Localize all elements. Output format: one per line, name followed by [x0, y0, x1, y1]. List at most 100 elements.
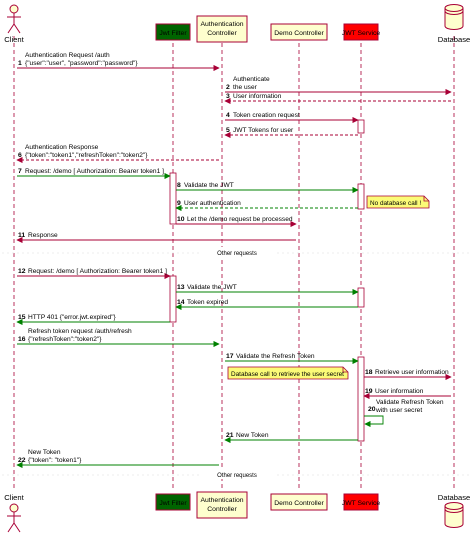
message-label: Authentication Response	[25, 144, 99, 151]
message-number: 1	[18, 60, 22, 67]
participant-jwt-filter-top: Jwt Filter	[155, 23, 191, 41]
participant-client-bottom: Client	[4, 493, 25, 533]
participant-demo-controller-top: Demo Controller	[270, 23, 328, 41]
message-number: 12	[18, 268, 26, 275]
participant-box	[270, 493, 328, 511]
divider-background	[200, 247, 274, 257]
message-number: 20	[368, 406, 376, 413]
message-label: {"token": "token1"}	[28, 457, 82, 464]
activation-bar	[357, 287, 365, 308]
participant-jwt-filter-bottom: Jwt Filter	[155, 493, 191, 511]
message-label: Validate the JWT	[184, 182, 234, 189]
participant-box	[270, 23, 328, 41]
message-number: 16	[18, 336, 26, 343]
message-number: 2	[226, 84, 230, 91]
message-number: 13	[177, 284, 185, 291]
note-text: No database call !	[370, 200, 421, 207]
note: No database call !	[366, 195, 430, 209]
message-label: New Token	[236, 432, 269, 439]
message-number: 7	[18, 168, 22, 175]
divider-label: Other requests	[217, 473, 257, 479]
participant-label: Client	[4, 493, 24, 502]
participant-label: Controller	[207, 506, 237, 513]
participant-box	[343, 493, 379, 511]
message-number: 6	[18, 152, 22, 159]
activation-bar	[357, 356, 365, 442]
message-label: Request: /demo [ Authorization: Bearer t…	[28, 268, 167, 275]
message-arrow	[364, 415, 384, 428]
actor-icon	[7, 4, 21, 34]
participant-database-bottom: Database	[438, 493, 471, 528]
participant-box	[155, 23, 191, 41]
message-number: 11	[18, 232, 25, 239]
participant-label: JWT Service	[342, 500, 381, 507]
participant-label: Controller	[207, 30, 237, 37]
participant-client-top: Client	[4, 4, 25, 44]
activation-bar	[357, 119, 365, 134]
participant-box	[155, 493, 191, 511]
message-number: 15	[18, 314, 26, 321]
participant-label: Authentication	[200, 21, 243, 28]
message-number: 9	[177, 200, 181, 207]
message-label: New Token	[28, 449, 61, 456]
activation-bar	[169, 275, 177, 323]
divider-label: Other requests	[217, 251, 257, 257]
participant-label: Database	[438, 493, 471, 502]
participant-box	[196, 15, 248, 43]
message-label: Refresh token request /auth/refresh	[28, 328, 132, 335]
message-label: User authentication	[184, 200, 241, 207]
note: Database call to retrieve the user secre…	[227, 366, 349, 380]
message-label: Token expired	[187, 299, 228, 306]
participant-label: Demo Controller	[274, 30, 324, 37]
participant-label: Demo Controller	[274, 500, 324, 507]
message-label: Let the /demo request be processed	[187, 216, 293, 223]
activation-bar	[169, 172, 177, 225]
participant-label: JWT Service	[342, 30, 381, 37]
participant-label: Jwt Filter	[159, 30, 187, 37]
message-label: {"user":"user", "password":"password"}	[25, 60, 138, 67]
message-label: Validate the JWT	[187, 284, 237, 291]
database-icon	[444, 4, 464, 30]
message-label: Validate Refresh Token	[376, 399, 444, 406]
message-label: {"refreshToken":"token2"}	[28, 336, 102, 343]
divider-background	[200, 469, 274, 479]
message-label: with user secret	[375, 407, 422, 414]
divider: Other requests	[2, 247, 472, 257]
message-label: Authentication Request /auth	[25, 52, 110, 59]
participant-label: Jwt Filter	[159, 500, 187, 507]
participant-label: Database	[438, 35, 471, 44]
message-label: HTTP 401 {"error.jwt.expired"}	[28, 314, 117, 321]
note-text: Database call to retrieve the user secre…	[231, 371, 344, 378]
message-number: 5	[226, 127, 230, 134]
activation-bar	[357, 183, 365, 210]
message-label: JWT Tokens for user	[233, 127, 294, 134]
message-number: 18	[365, 369, 373, 376]
message-number: 17	[226, 353, 234, 360]
message-label: the user	[233, 84, 258, 91]
participant-demo-controller-bottom: Demo Controller	[270, 493, 328, 511]
message-label: Request: /demo [ Authorization: Bearer t…	[25, 168, 164, 175]
participant-box	[196, 491, 248, 519]
message-number: 3	[226, 93, 230, 100]
participant-label: Client	[4, 35, 24, 44]
participant-jwt-service-bottom: JWT Service	[342, 493, 381, 511]
message-number: 21	[226, 432, 234, 439]
